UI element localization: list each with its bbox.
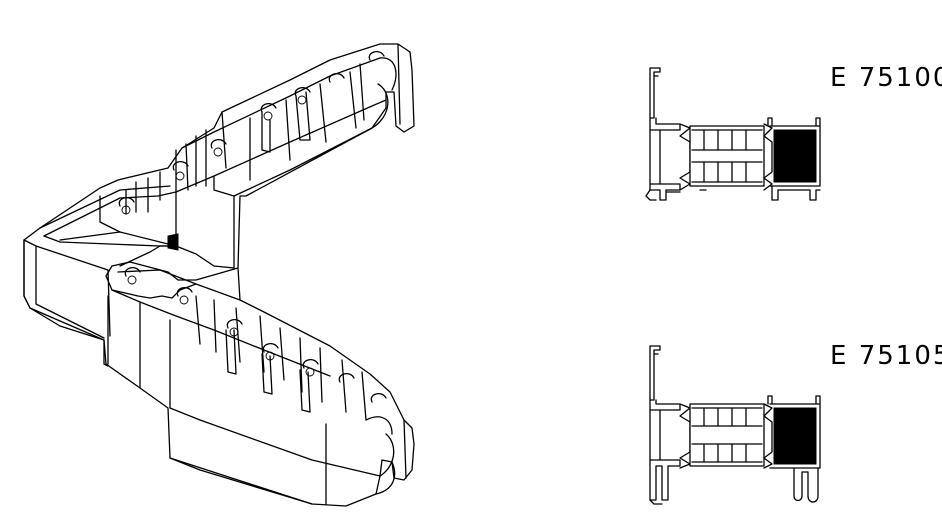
cross-section-top: [645, 67, 821, 201]
corner-profile-body: [23, 43, 415, 507]
cross-section-bottom: [649, 345, 821, 505]
profile-code-label: E 75100: [830, 63, 942, 93]
profile-code-label: E 75105: [830, 341, 942, 371]
